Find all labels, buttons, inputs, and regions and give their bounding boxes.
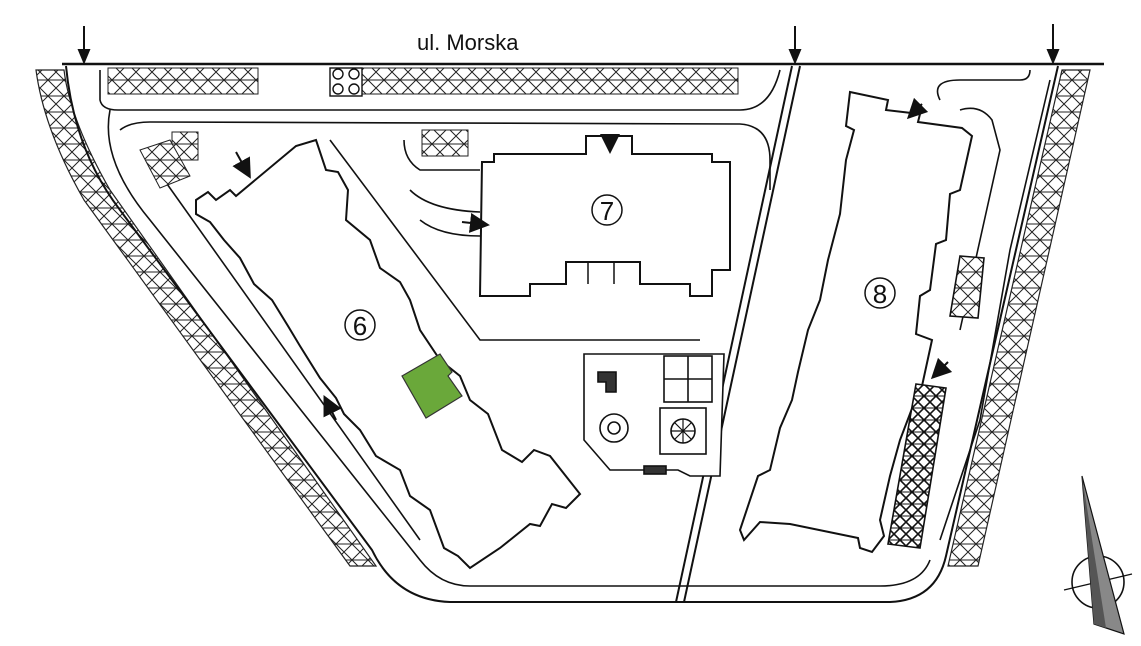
- entrance-arrow-6b: [323, 395, 342, 421]
- north-arrow-icon: [1063, 475, 1133, 635]
- internal-roads: [99, 69, 1051, 587]
- parking-bay-8-top: [949, 255, 985, 319]
- building-6-number: 6: [353, 311, 367, 341]
- building-7-number: 7: [600, 196, 614, 226]
- building-6: 6: [195, 138, 582, 570]
- building-8: 8: [738, 90, 974, 554]
- right-slope-hatch: [947, 69, 1091, 567]
- building-7-badge: [591, 194, 623, 226]
- entrance-arrow-6a: [232, 151, 251, 179]
- parking-strip: [107, 67, 259, 95]
- building-8-number: 8: [873, 279, 887, 309]
- parking-spot: [421, 129, 469, 157]
- entrance-arrow-7b: [461, 212, 490, 233]
- building-7: 7: [461, 134, 731, 297]
- parking-spot: [139, 139, 191, 189]
- entrance-arrow-8a: [906, 97, 929, 120]
- driveway-line: [683, 65, 801, 603]
- street-name: ul. Morska: [417, 30, 519, 55]
- entrance-arrows: [77, 24, 1060, 65]
- playground: [583, 353, 725, 477]
- parking-bays-8: [887, 383, 947, 549]
- building-8-badge: [864, 277, 896, 309]
- entrance-arrow-8b: [930, 357, 953, 380]
- site-boundary: [65, 65, 1059, 603]
- bike-racks: [329, 67, 363, 97]
- parking-strip: [361, 67, 739, 95]
- highlight-unit: [401, 353, 463, 419]
- driveway-line: [675, 65, 793, 603]
- building-6-badge: [344, 309, 376, 341]
